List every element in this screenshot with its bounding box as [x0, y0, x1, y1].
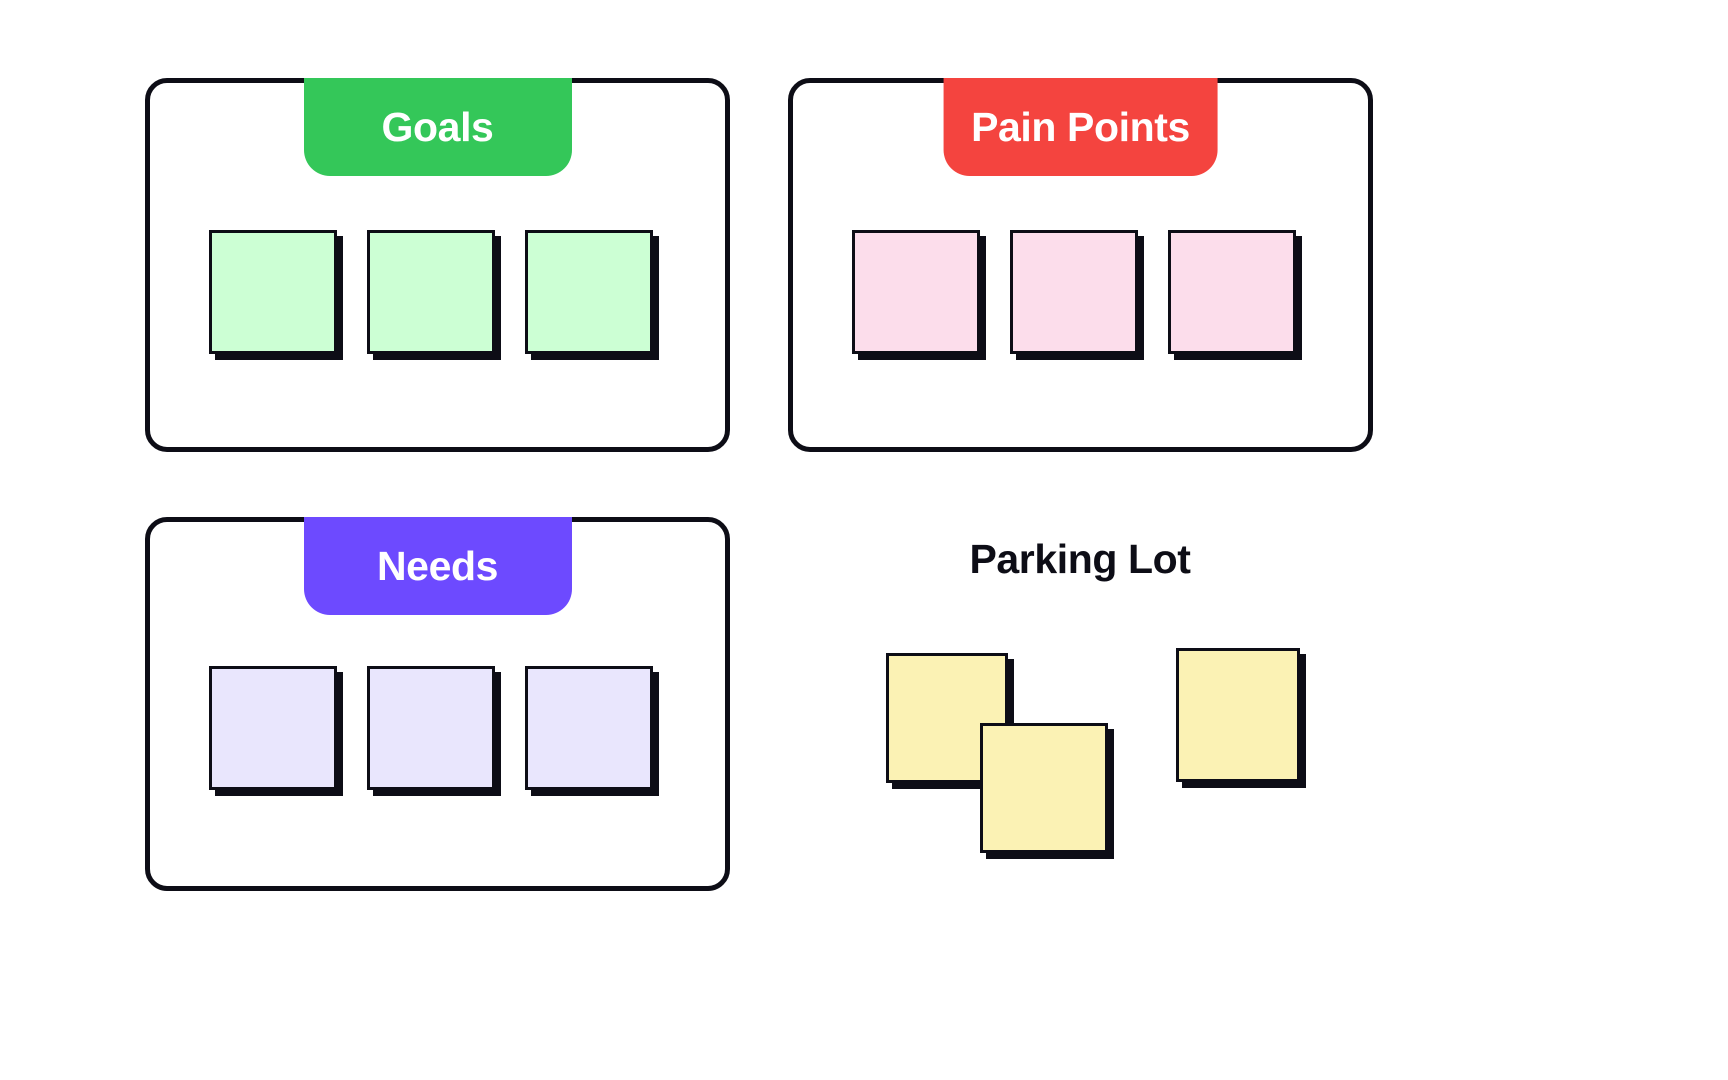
sticky-note[interactable] [852, 230, 980, 354]
sticky-note-row-goals [209, 230, 653, 354]
sticky-note[interactable] [980, 723, 1108, 853]
quadrant-header-tab-goals[interactable]: Goals [303, 78, 572, 176]
sticky-note-row-needs [209, 666, 653, 790]
sticky-note[interactable] [209, 666, 337, 790]
quadrant-title-needs: Needs [376, 542, 499, 589]
sticky-note-row-pain-points [852, 230, 1296, 354]
sticky-note[interactable] [367, 666, 495, 790]
quadrant-title-goals: Goals [381, 103, 494, 150]
parking-lot-title: Parking Lot [969, 536, 1191, 582]
sticky-note[interactable] [367, 230, 495, 354]
sticky-note[interactable] [525, 666, 653, 790]
sticky-note[interactable] [1168, 230, 1296, 354]
sticky-note[interactable] [1010, 230, 1138, 354]
quadrant-title-pain-points: Pain Points [971, 103, 1190, 150]
sticky-note[interactable] [1176, 648, 1300, 782]
sticky-note[interactable] [525, 230, 653, 354]
quadrant-header-tab-pain-points[interactable]: Pain Points [943, 78, 1218, 176]
quadrant-header-tab-needs[interactable]: Needs [303, 517, 572, 615]
sticky-note[interactable] [209, 230, 337, 354]
